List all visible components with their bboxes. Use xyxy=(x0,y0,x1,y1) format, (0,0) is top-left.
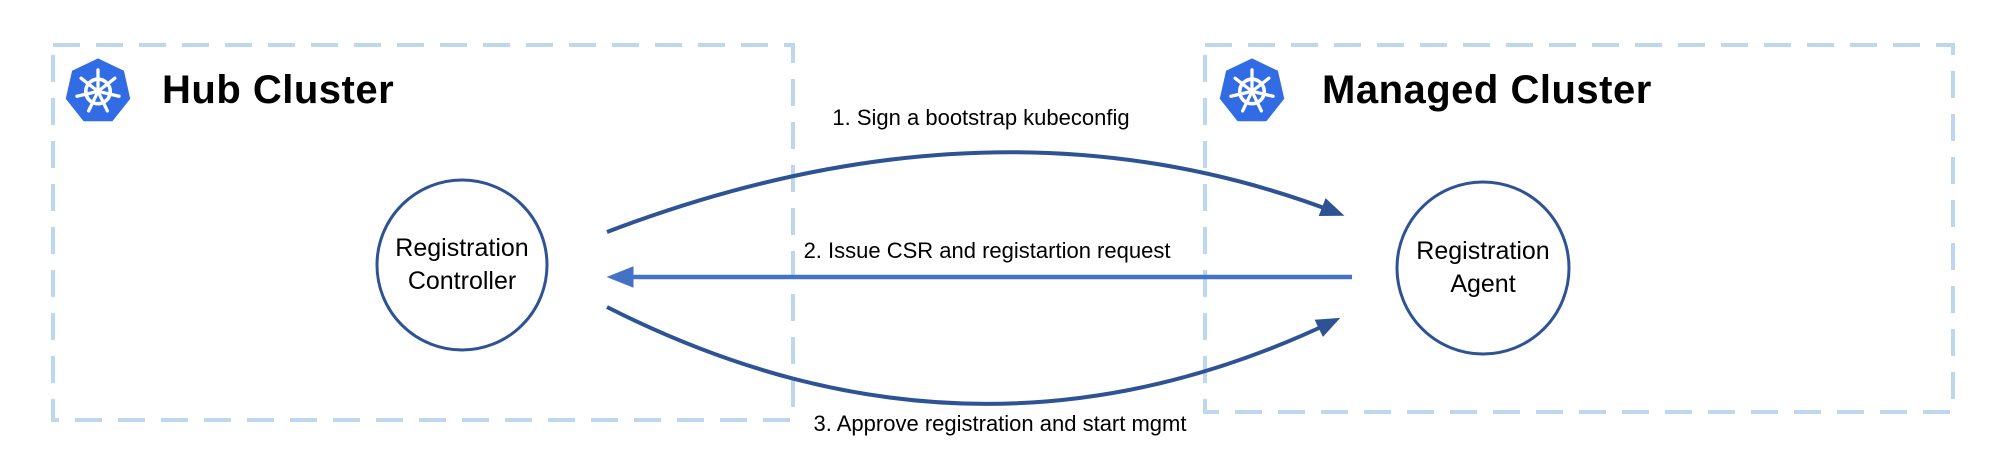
arrow-label-sign-bootstrap-kubeconfig: 1. Sign a bootstrap kubeconfig xyxy=(832,105,1130,130)
registration-agent-label: Registration Agent xyxy=(1416,235,1549,301)
arrow-approve-registration-start-mgmt xyxy=(606,305,1341,406)
registration-controller-label-line2: Controller xyxy=(407,267,517,295)
hub-cluster-title: Hub Cluster xyxy=(162,68,395,112)
registration-controller-label: Registration Controller xyxy=(395,232,528,298)
managed-cluster-title: Managed Cluster xyxy=(1322,68,1652,112)
registration-controller-label-line1: Registration xyxy=(395,234,529,262)
registration-agent-label-line2: Agent xyxy=(1450,270,1516,298)
arrow-sign-bootstrap-kubeconfig xyxy=(606,150,1345,234)
hub-cluster-box xyxy=(51,43,795,422)
hub-kubernetes-icon xyxy=(63,56,133,124)
managed-cluster-box xyxy=(1203,43,1955,414)
registration-agent-node xyxy=(1395,180,1571,356)
arrow-label-issue-csr-registration-request: 2. Issue CSR and registartion request xyxy=(803,238,1171,263)
registration-controller-node xyxy=(375,178,549,352)
arrow-label-approve-registration-start-mgmt: 3. Approve registration and start mgmt xyxy=(813,411,1187,436)
registration-agent-label-line1: Registration xyxy=(1416,237,1550,265)
managed-kubernetes-icon xyxy=(1217,56,1287,124)
